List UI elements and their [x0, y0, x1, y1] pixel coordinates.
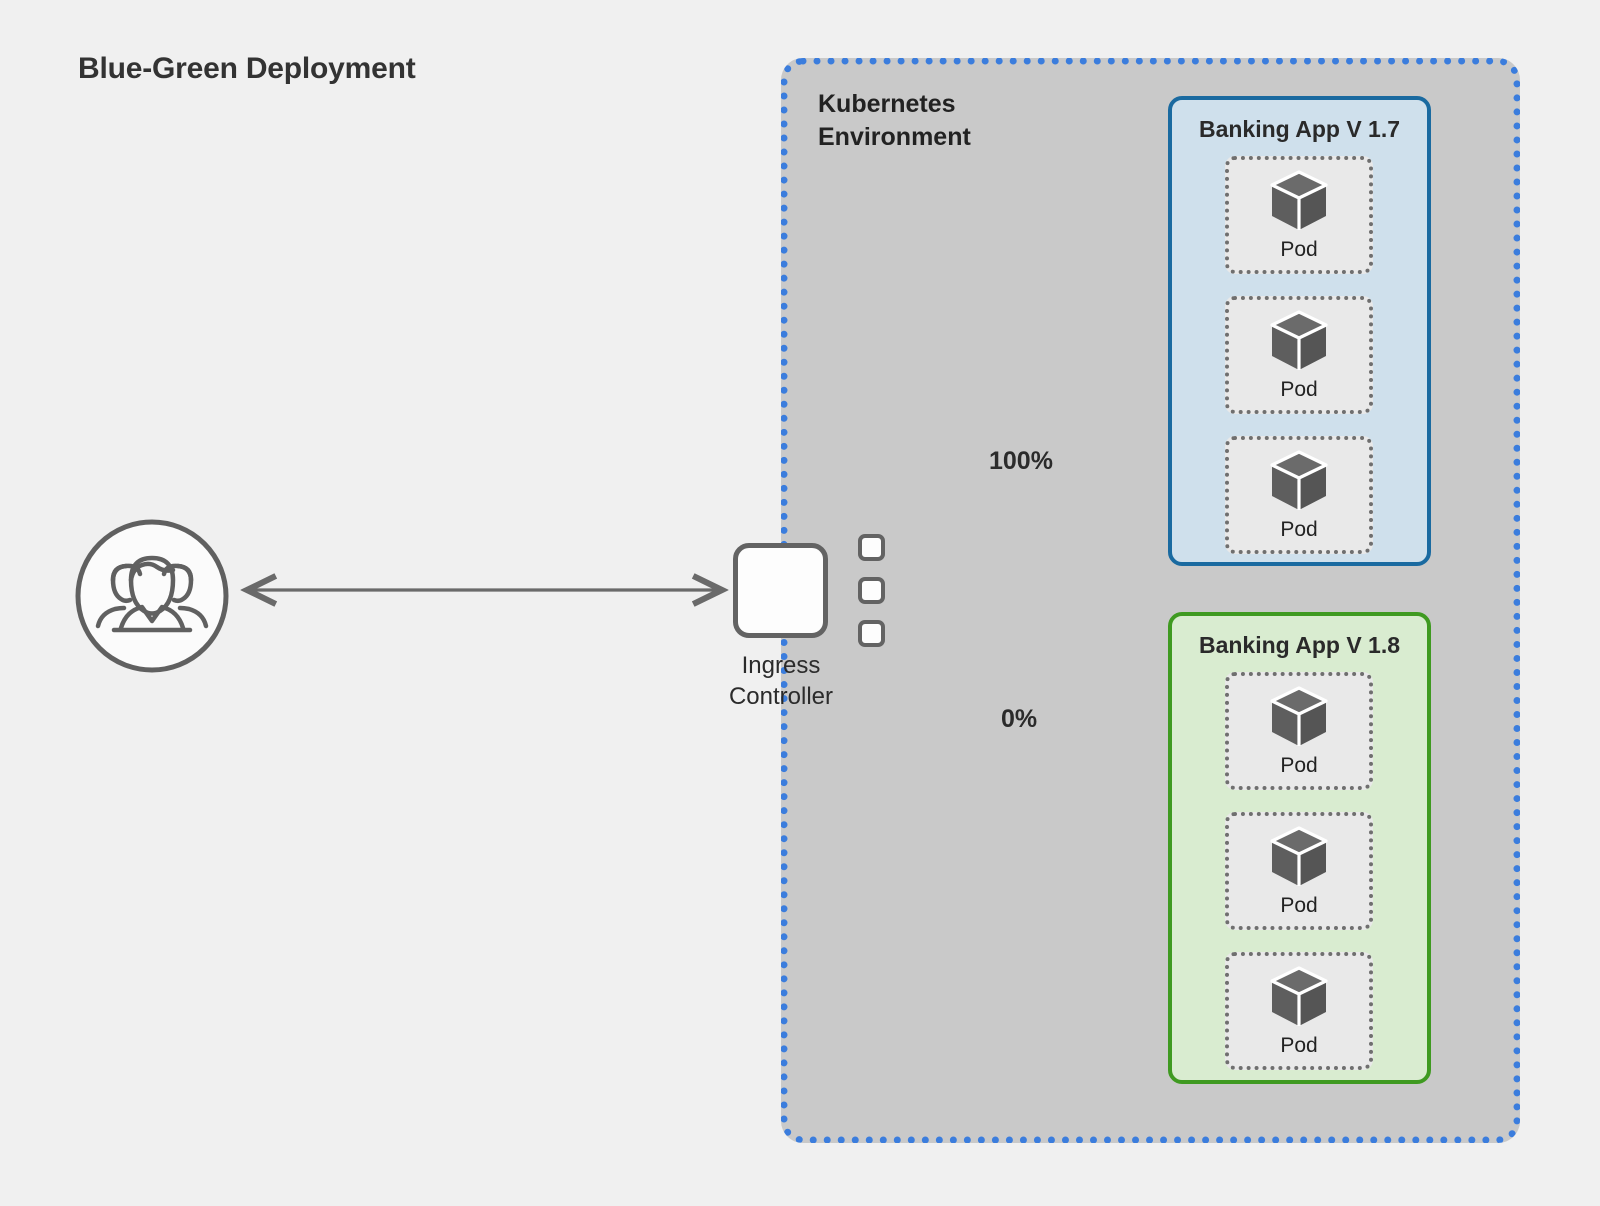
ingress-controller-label: Ingress Controller — [728, 652, 834, 711]
pod-label: Pod — [1280, 754, 1318, 777]
app-group-green-title: Banking App V 1.8 — [1198, 632, 1401, 658]
pod-label: Pod — [1280, 238, 1318, 261]
page-title: Blue-Green Deployment — [78, 52, 416, 85]
pod-label: Pod — [1280, 1034, 1318, 1057]
cube-icon — [1269, 310, 1329, 372]
ingress-port-bottom[interactable] — [858, 620, 885, 647]
ingress-port-middle[interactable] — [858, 577, 885, 604]
pod-label: Pod — [1280, 894, 1318, 917]
app-group-green[interactable]: Banking App V 1.8 Pod Pod — [1168, 612, 1431, 1084]
app-group-blue[interactable]: Banking App V 1.7 Pod Pod — [1168, 96, 1431, 566]
users-group-icon — [74, 518, 230, 674]
app-group-blue-title: Banking App V 1.7 — [1198, 116, 1401, 142]
traffic-label-0: 0% — [1001, 705, 1038, 733]
pod-box[interactable]: Pod — [1225, 436, 1373, 554]
pod-box[interactable]: Pod — [1225, 156, 1373, 274]
cube-icon — [1269, 966, 1329, 1028]
pod-box[interactable]: Pod — [1225, 296, 1373, 414]
cube-icon — [1269, 170, 1329, 232]
pod-label: Pod — [1280, 378, 1318, 401]
traffic-label-100: 100% — [989, 447, 1053, 475]
pod-box[interactable]: Pod — [1225, 812, 1373, 930]
cube-icon — [1269, 686, 1329, 748]
cube-icon — [1269, 826, 1329, 888]
pod-box[interactable]: Pod — [1225, 952, 1373, 1070]
ingress-controller-box[interactable] — [733, 543, 828, 638]
pod-box[interactable]: Pod — [1225, 672, 1373, 790]
kubernetes-environment-label: Kubernetes Environment — [818, 90, 971, 151]
cube-icon — [1269, 450, 1329, 512]
pod-label: Pod — [1280, 518, 1318, 541]
ingress-port-top[interactable] — [858, 534, 885, 561]
